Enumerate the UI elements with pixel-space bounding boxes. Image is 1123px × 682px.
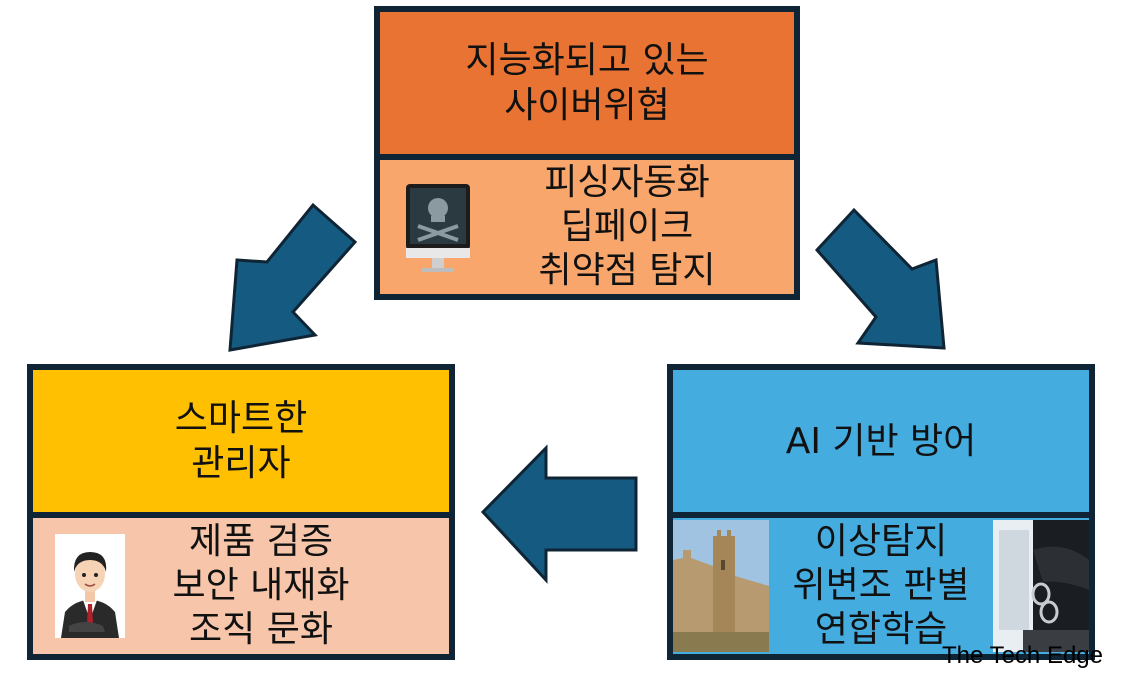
watermark: The Tech Edge	[941, 642, 1103, 669]
arrow-right-to-left	[480, 444, 638, 584]
handcuffs-keyboard-photo	[993, 520, 1089, 652]
left-item-2: 보안 내재화	[172, 565, 350, 607]
right-item-1: 이상탐지	[814, 521, 948, 563]
businessman-icon	[55, 534, 125, 638]
castle-wall-photo	[673, 520, 769, 652]
skull-monitor-icon	[406, 184, 470, 272]
right-box-title: AI 기반 방어	[673, 370, 1089, 512]
arrow-top-to-left	[228, 202, 358, 352]
top-box-title: 지능화되고 있는 사이버위협	[380, 12, 794, 154]
right-box-ai-defense: AI 기반 방어 이상탐지 위변조 판별 연합학습	[667, 364, 1095, 660]
left-box-title: 스마트한 관리자	[33, 370, 449, 512]
top-box-threats: 지능화되고 있는 사이버위협 피싱자동화 딥페이크 취약점 탐지	[374, 6, 800, 300]
left-item-3: 조직 문화	[189, 608, 333, 650]
arrow-top-to-right	[814, 207, 946, 350]
left-box-body: 제품 검증 보안 내재화 조직 문화	[33, 518, 449, 654]
top-item-2: 딥페이크	[560, 206, 694, 248]
right-item-3: 연합학습	[814, 608, 948, 650]
left-box-manager: 스마트한 관리자 제품 검증 보안 내재화 조직 문화	[27, 364, 455, 660]
left-item-1: 제품 검증	[189, 521, 333, 563]
right-item-2: 위변조 판별	[792, 565, 970, 607]
top-item-3: 취약점 탐지	[538, 249, 716, 291]
top-item-1: 피싱자동화	[544, 162, 710, 204]
